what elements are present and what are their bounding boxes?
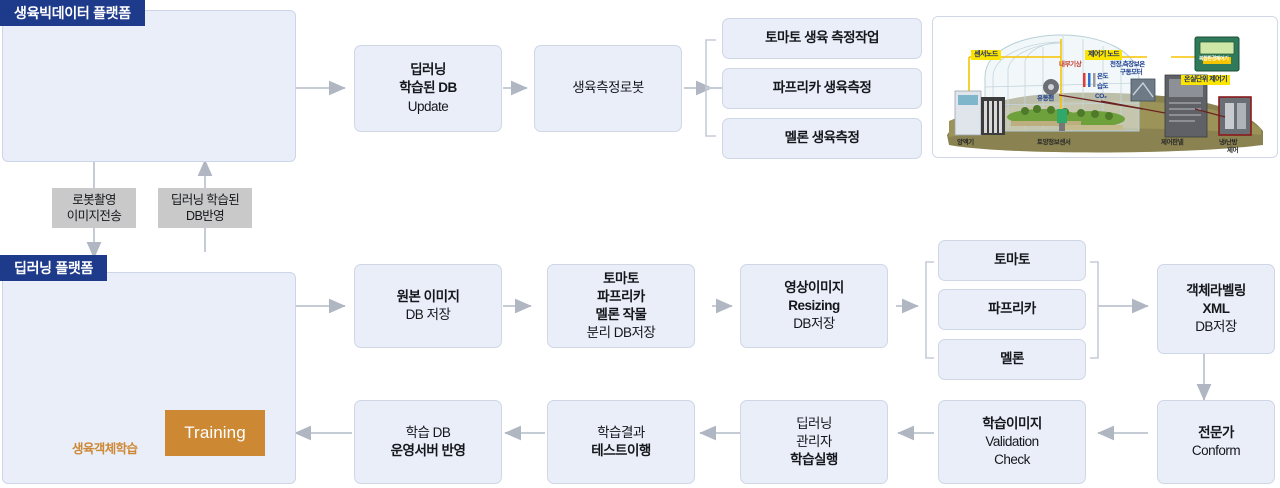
box-line: 토마토 xyxy=(994,252,1030,268)
box-line: Resizing xyxy=(788,297,840,313)
box-line: 객체라벨링 xyxy=(1186,282,1246,298)
relay-label-robot-capture: 로봇촬영 이미지전송 xyxy=(52,188,136,228)
box-line: 토마토 생육 측정작업 xyxy=(765,30,879,46)
greenhouse-label-nutrient-machine: 양액기 xyxy=(957,139,974,146)
box-line: 분리 DB저장 xyxy=(586,325,656,341)
box-line: 학습된 DB xyxy=(399,80,457,96)
process-box-crop-paprika[interactable]: 파프리카 xyxy=(938,289,1086,330)
process-box-image-resizing[interactable]: 영상이미지 Resizing DB저장 xyxy=(740,264,888,348)
greenhouse-svg xyxy=(933,17,1277,157)
greenhouse-label-ceiling-motor-line1: 천장,측장보온 xyxy=(1110,61,1145,68)
process-box-validation-check[interactable]: 학습이미지 Validation Check xyxy=(938,400,1086,484)
box-line: DB저장 xyxy=(1195,319,1237,335)
greenhouse-label-soil-sensor: 토양정보센서 xyxy=(1037,139,1071,146)
box-line: 학습이미지 xyxy=(982,415,1042,431)
greenhouse-label-temperature: 온도 xyxy=(1097,73,1109,80)
relay-label-line1: 로봇촬영 xyxy=(72,192,116,207)
platform-panel-bigdata xyxy=(2,10,296,162)
relay-label-db-reflect: 딥러닝 학습된 DB반영 xyxy=(158,188,252,228)
greenhouse-label-hvac-line2: 제어 xyxy=(1227,147,1239,154)
training-box[interactable]: Training xyxy=(165,410,265,456)
process-box-crop-split-db[interactable]: 토마토 파프리카 멜론 작물 분리 DB저장 xyxy=(547,264,695,348)
greenhouse-label-internal-weather: 내부기상 xyxy=(1059,61,1082,68)
box-line: 학습결과 xyxy=(597,424,645,440)
box-line: 딥러닝 xyxy=(410,62,446,78)
process-box-paprika-measure[interactable]: 파프리카 생육측정 xyxy=(722,68,922,109)
box-line: Validation xyxy=(985,433,1039,449)
box-line: 영상이미지 xyxy=(784,279,844,295)
box-line: 파프리카 xyxy=(988,301,1036,317)
greenhouse-tag-controller-node: 제어기 노드 xyxy=(1085,50,1123,61)
relay-label-line1: 딥러닝 학습된 xyxy=(170,192,240,207)
box-line: 원본 이미지 xyxy=(396,288,460,304)
process-box-train-result-test[interactable]: 학습결과 테스트이행 xyxy=(547,400,695,484)
process-box-source-image-db[interactable]: 원본 이미지 DB 저장 xyxy=(354,264,502,348)
box-line: 파프리카 xyxy=(597,288,645,304)
greenhouse-tag-sensor-node: 센서노드 xyxy=(971,50,1001,61)
box-line: 학습실행 xyxy=(790,452,838,468)
process-box-train-db-deploy[interactable]: 학습 DB 운영서버 반영 xyxy=(354,400,502,484)
box-line: DB저장 xyxy=(793,316,835,332)
box-line: 학습 DB xyxy=(405,424,451,440)
process-box-deep-db-update[interactable]: 딥러닝 학습된 DB Update xyxy=(354,45,502,132)
greenhouse-illustration: 센서노드 제어기 노드 온실단위 제어기 내부기상 천장,측장보온 구동모터 온… xyxy=(932,16,1278,158)
process-box-crop-melon[interactable]: 멜론 xyxy=(938,339,1086,380)
box-line: XML xyxy=(1202,300,1230,316)
box-line: 멜론 xyxy=(1000,351,1024,367)
greenhouse-label-ceiling-motor-line2: 구동모터 xyxy=(1120,69,1143,76)
greenhouse-tag-unit-controller: 온실단위 제어기 xyxy=(1181,75,1231,86)
process-box-tomato-measure[interactable]: 토마토 생육 측정작업 xyxy=(722,18,922,59)
greenhouse-label-hvac-line1: 냉/난방 xyxy=(1219,139,1238,146)
training-loop-caption: 생육객체학습 xyxy=(72,442,138,456)
box-line: 전문가 xyxy=(1198,424,1234,440)
process-box-melon-measure[interactable]: 멜론 생육측정 xyxy=(722,118,922,159)
greenhouse-label-humidity: 습도 xyxy=(1097,83,1109,90)
relay-label-line2: DB반영 xyxy=(186,209,225,223)
box-line: 테스트이행 xyxy=(591,443,651,458)
platform-header-bigdata: 생육빅데이터 플랫폼 xyxy=(0,0,145,26)
box-line: Conform xyxy=(1191,443,1241,458)
greenhouse-label-circulation-fan: 유동팬 xyxy=(1037,95,1054,102)
box-line: 관리자 xyxy=(796,433,832,449)
process-box-object-labeling-xml[interactable]: 객체라벨링 XML DB저장 xyxy=(1157,264,1275,354)
box-line: 멜론 생육측정 xyxy=(784,130,860,146)
box-line: Update xyxy=(407,98,449,114)
box-line: 운영서버 반영 xyxy=(390,443,466,458)
process-box-growth-robot[interactable]: 생육측정로봇 xyxy=(534,45,682,132)
greenhouse-label-control-panel: 제어판넬 xyxy=(1161,139,1184,146)
box-line: 멜론 작물 xyxy=(595,307,647,322)
box-line: 딥러닝 xyxy=(796,415,832,431)
box-line: 토마토 xyxy=(603,270,639,286)
box-line: 파프리카 생육측정 xyxy=(772,80,872,96)
greenhouse-label-co2: CO₂ xyxy=(1095,93,1107,100)
process-box-expert-conform[interactable]: 전문가 Conform xyxy=(1157,400,1275,484)
relay-label-line2: 이미지전송 xyxy=(66,209,122,223)
process-box-deep-admin-run[interactable]: 딥러닝 관리자 학습실행 xyxy=(740,400,888,484)
box-line: DB 저장 xyxy=(405,307,451,322)
box-line: Check xyxy=(994,452,1030,468)
box-line: 생육측정로봇 xyxy=(572,80,644,96)
greenhouse-device-label: 복합환경제어기 xyxy=(1199,56,1229,62)
platform-header-deeplearning: 딥러닝 플랫폼 xyxy=(0,255,108,281)
process-box-crop-tomato[interactable]: 토마토 xyxy=(938,240,1086,281)
